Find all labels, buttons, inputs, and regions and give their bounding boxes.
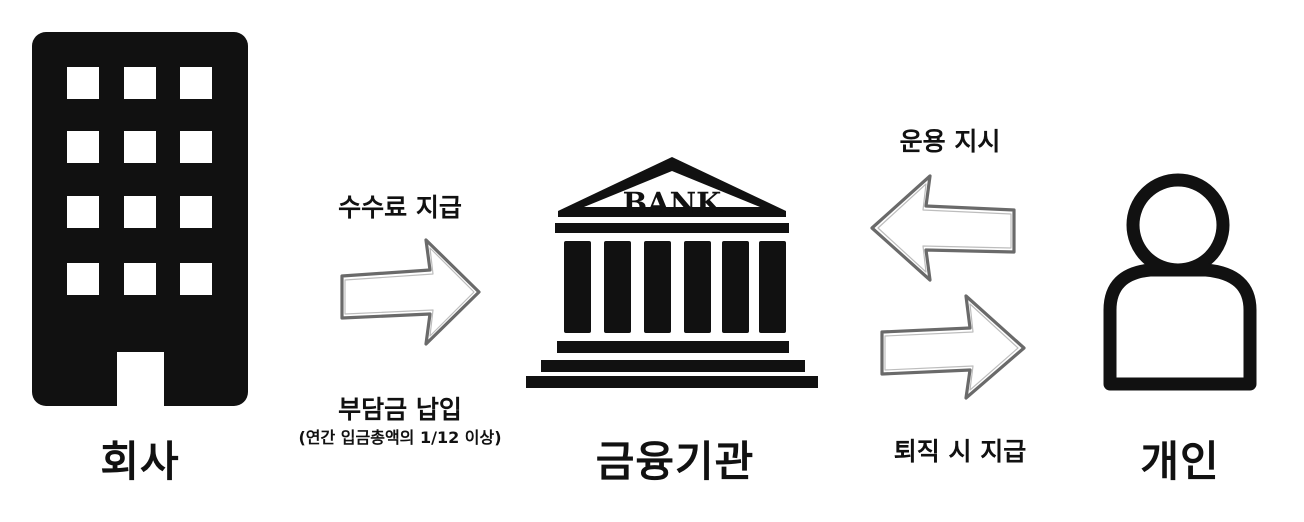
bank-icon: BANK — [526, 157, 818, 388]
office-building-icon — [32, 32, 248, 410]
person-label: 개인 — [1140, 437, 1220, 486]
bank-sign-text: BANK — [623, 186, 724, 220]
person-icon — [1103, 173, 1257, 391]
investment-instruction-label: 운용 지시 — [899, 127, 1001, 156]
right-arrow-icon — [340, 238, 481, 346]
contribution-note: (연간 입금총액의 1/12 이상) — [298, 428, 502, 447]
person-node — [1100, 170, 1260, 391]
retirement-payment-label: 퇴직 시 지급 — [893, 437, 1027, 466]
bank-label: 금융기관 — [595, 437, 755, 486]
right-arrow-icon — [880, 294, 1026, 400]
company-label: 회사 — [100, 437, 180, 486]
left-arrow-icon — [870, 174, 1016, 282]
bank-node: BANK — [524, 155, 820, 390]
contribution-label: 부담금 납입 — [338, 395, 462, 424]
company-node — [30, 30, 250, 410]
fee-payment-label: 수수료 지급 — [338, 193, 462, 222]
